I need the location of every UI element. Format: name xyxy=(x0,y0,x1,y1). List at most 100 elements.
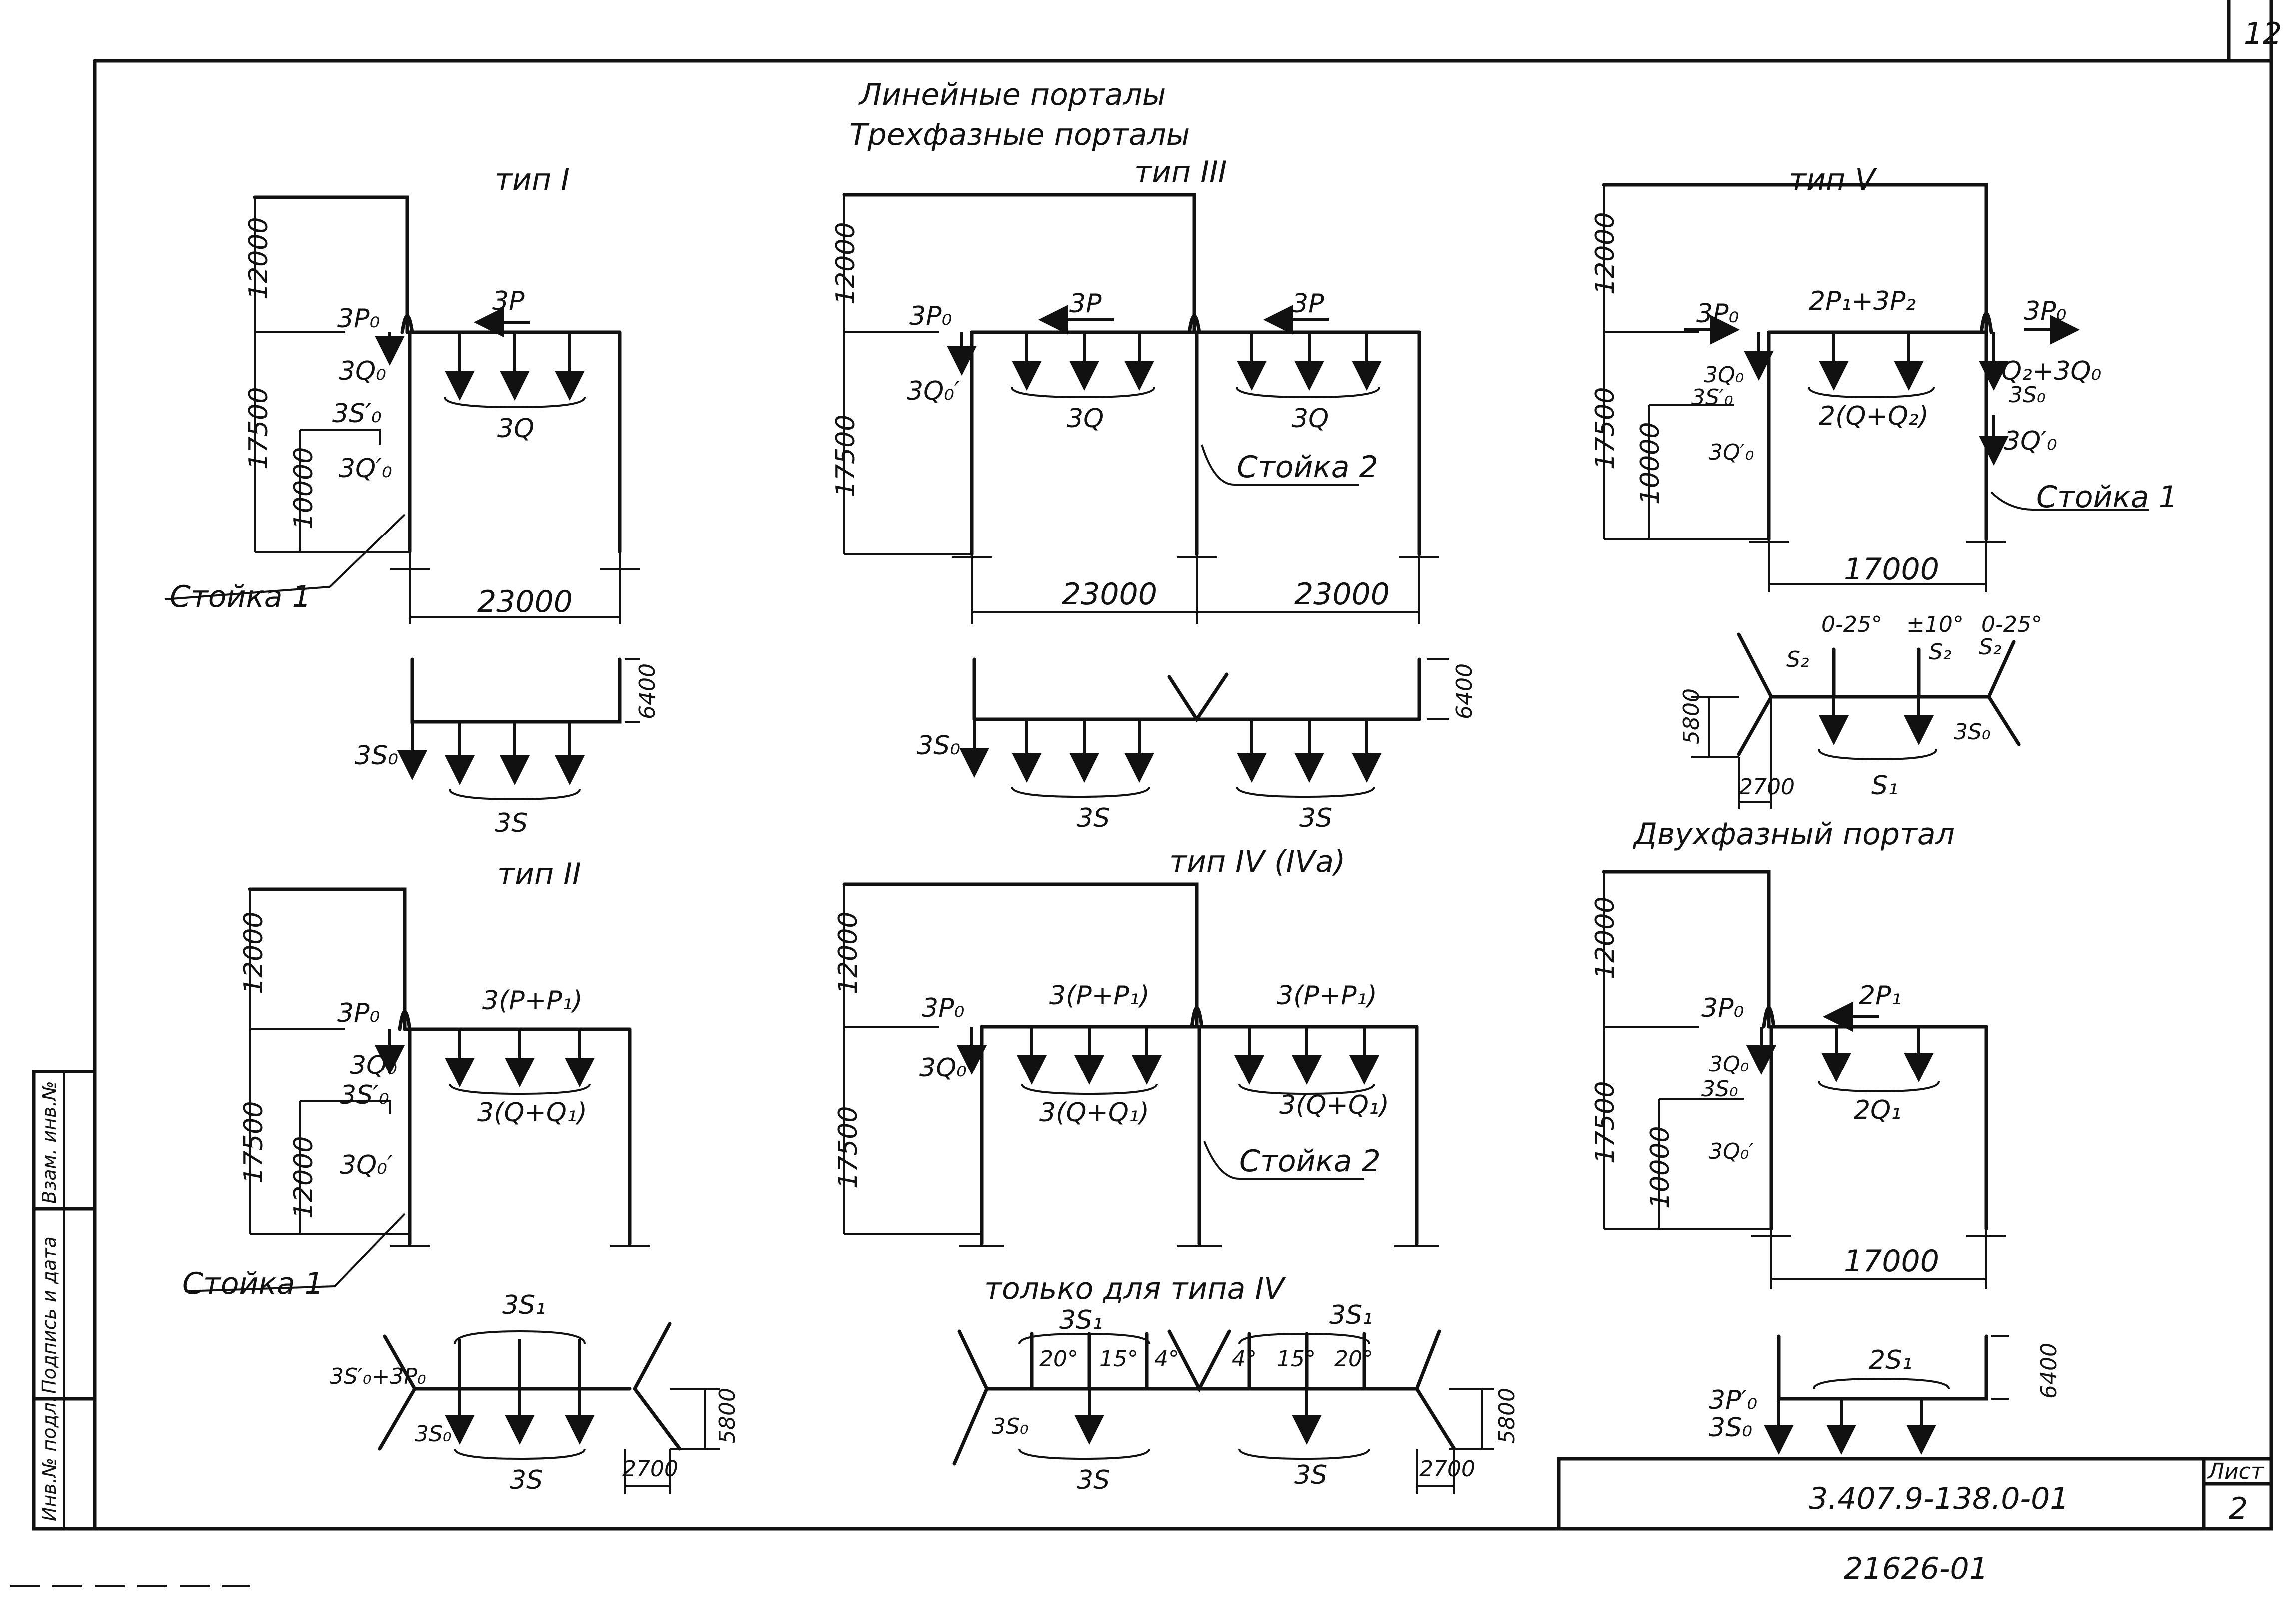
type2-load-p: 3(P+P₁) xyxy=(482,986,583,1016)
type2-frame xyxy=(184,887,720,1494)
type1-load-q: 3Q xyxy=(497,414,534,444)
sheet-number: 2 xyxy=(2229,1491,2248,1526)
type5-load-q0: 3Q₀ xyxy=(1704,362,1744,388)
two-phase-load-p0p: 3P′₀ xyxy=(1709,1385,1757,1415)
type5-load-p0-right: 3P₀ xyxy=(2024,296,2066,326)
sheet-label: Лист xyxy=(2207,1459,2264,1484)
type1-load-q0p: 3Q′₀ xyxy=(339,454,392,484)
stamp-replace-label: Взам. инв.№ xyxy=(38,1081,60,1204)
type5-dim-height: 17500 xyxy=(1590,387,1620,470)
type2-dim-height: 17500 xyxy=(239,1101,269,1184)
two-phase-load-s0-plan: 3S₀ xyxy=(1709,1413,1752,1443)
type5-dim-s-height: 5800 xyxy=(1679,688,1704,744)
type4-load-s1b: 3S₁ xyxy=(1329,1300,1373,1330)
type5-load-s2-mid: S₂ xyxy=(1929,639,1952,665)
type1-dim-s-height: 6400 xyxy=(635,663,660,719)
two-phase-title: Двухфазный портал xyxy=(1632,817,1955,852)
type1-load-p: 3P xyxy=(492,286,525,316)
type5-load-p0-left: 3P₀ xyxy=(1696,299,1739,329)
type5-load-p-mid: 2P₁+3P₂ xyxy=(1809,286,1916,316)
type2-dim-top: 12000 xyxy=(239,912,269,994)
type3-dim-top: 12000 xyxy=(831,222,861,305)
sheet-frame xyxy=(10,0,2273,1587)
type4-angle-1: 20° xyxy=(1039,1346,1078,1372)
type4-dim-top: 12000 xyxy=(833,912,863,994)
type4-angle-2: 15° xyxy=(1099,1346,1138,1372)
type5-angle-1: 0-25° xyxy=(1821,612,1882,637)
type2-dim-s-width: 2700 xyxy=(622,1456,678,1482)
type4-angle-3: 4° xyxy=(1154,1346,1179,1372)
type5-support-label: Стойка 1 xyxy=(2036,480,2178,515)
type5-angle-2: ±10° xyxy=(1906,612,1964,637)
type5-load-s0: 3S′₀ xyxy=(1691,385,1733,410)
type4-angle-4: 4° xyxy=(1232,1346,1257,1372)
type5-dim-span: 17000 xyxy=(1844,552,1939,587)
type4-load-q-right: 3(Q+Q₁) xyxy=(1279,1090,1389,1120)
type4-dim-s-width: 2700 xyxy=(1419,1456,1475,1482)
two-phase-dim-span: 17000 xyxy=(1844,1244,1939,1279)
two-phase-dim-lower: 10000 xyxy=(1645,1126,1675,1209)
two-phase-dim-s-height: 6400 xyxy=(2036,1343,2062,1399)
two-phase-dim-height: 17500 xyxy=(1590,1081,1620,1164)
type3-dim-s-height: 6400 xyxy=(1452,663,1477,719)
corner-sheet-number: 12 xyxy=(2244,16,2282,51)
type3-dim-height: 17500 xyxy=(831,415,861,497)
type5-load-q-mid: 2(Q+Q₂) xyxy=(1819,401,1929,431)
type3-load-q-right: 3Q xyxy=(1292,404,1329,434)
type5-load-s0-plan: 3S₀ xyxy=(1954,719,1991,745)
two-phase-load-q0: 3Q₀ xyxy=(1709,1052,1749,1077)
type2-load-s0: 3S₀ xyxy=(415,1421,452,1447)
type1-title: тип I xyxy=(495,162,570,197)
two-phase-dim-top: 12000 xyxy=(1590,897,1620,979)
two-phase-load-p0: 3P₀ xyxy=(1701,993,1744,1023)
type1-load-s0p: 3S′₀ xyxy=(332,399,382,429)
type1-dim-span: 23000 xyxy=(477,584,573,619)
document-code: 3.407.9-138.0-01 xyxy=(1809,1481,2069,1516)
type2-load-q: 3(Q+Q₁) xyxy=(477,1098,587,1128)
type4-note: только для типа IV xyxy=(984,1271,1286,1306)
type4-load-s-right: 3S xyxy=(1294,1460,1327,1490)
type2-load-s0-plan: 3S′₀+3P₀ xyxy=(330,1364,426,1389)
type4-frame xyxy=(842,882,1494,1494)
type4-load-q-left: 3(Q+Q₁) xyxy=(1039,1098,1149,1128)
type3-load-s-left: 3S xyxy=(1077,803,1110,833)
type5-load-q0p: 3Q′₀ xyxy=(1709,440,1754,465)
type3-load-p0: 3P₀ xyxy=(909,301,952,331)
type5-title: тип V xyxy=(1789,162,1877,197)
type4-dim-height: 17500 xyxy=(833,1106,863,1189)
type1-load-s: 3S xyxy=(495,808,528,838)
type3-load-p-right: 3P xyxy=(1292,289,1324,319)
type2-load-s0p: 3S′₀ xyxy=(340,1080,389,1110)
type5-load-s0-right: 3S₀ xyxy=(2009,382,2046,408)
type1-dim-lower: 10000 xyxy=(289,447,319,530)
two-phase-load-s0: 3S₀ xyxy=(1701,1076,1738,1102)
type4-load-p0: 3P₀ xyxy=(922,993,964,1023)
type3-dim-span1: 23000 xyxy=(1062,577,1157,612)
type2-load-q0: 3Q₀ xyxy=(350,1051,397,1080)
type4-load-p-right: 3(P+P₁) xyxy=(1277,981,1377,1011)
inventory-number: 21626-01 xyxy=(1844,1551,1988,1586)
type3-dim-span2: 23000 xyxy=(1294,577,1390,612)
two-phase-frame xyxy=(1602,870,2009,1455)
type5-dim-top: 12000 xyxy=(1590,212,1620,295)
two-phase-load-p: 2P₁ xyxy=(1859,981,1901,1011)
type5-load-s2-left: S₂ xyxy=(1786,647,1809,672)
title-line-portals: Линейные порталы xyxy=(858,77,1166,112)
type4-angle-6: 20° xyxy=(1334,1346,1373,1372)
type5-dim-s-width: 2700 xyxy=(1739,774,1795,800)
type5-load-s2-right: S₂ xyxy=(1979,634,2002,660)
type4-load-q0: 3Q₀ xyxy=(919,1053,967,1083)
type3-load-s-right: 3S xyxy=(1299,803,1332,833)
type4-title: тип IV (IVа) xyxy=(1169,844,1345,879)
type2-dim-s-height: 5800 xyxy=(715,1388,740,1444)
type5-load-q0p-right: 3Q′₀ xyxy=(2004,426,2057,456)
type5-load-s1: S₁ xyxy=(1871,771,1898,801)
type3-load-s0: 3S₀ xyxy=(917,731,960,761)
type4-angle-5: 15° xyxy=(1277,1346,1316,1372)
two-phase-load-q: 2Q₁ xyxy=(1854,1095,1901,1125)
type1-load-p0: 3P₀ xyxy=(337,304,380,334)
type1-frame xyxy=(164,195,640,801)
type1-dim-top: 12000 xyxy=(244,217,274,300)
type4-load-s0: 3S₀ xyxy=(992,1414,1029,1439)
